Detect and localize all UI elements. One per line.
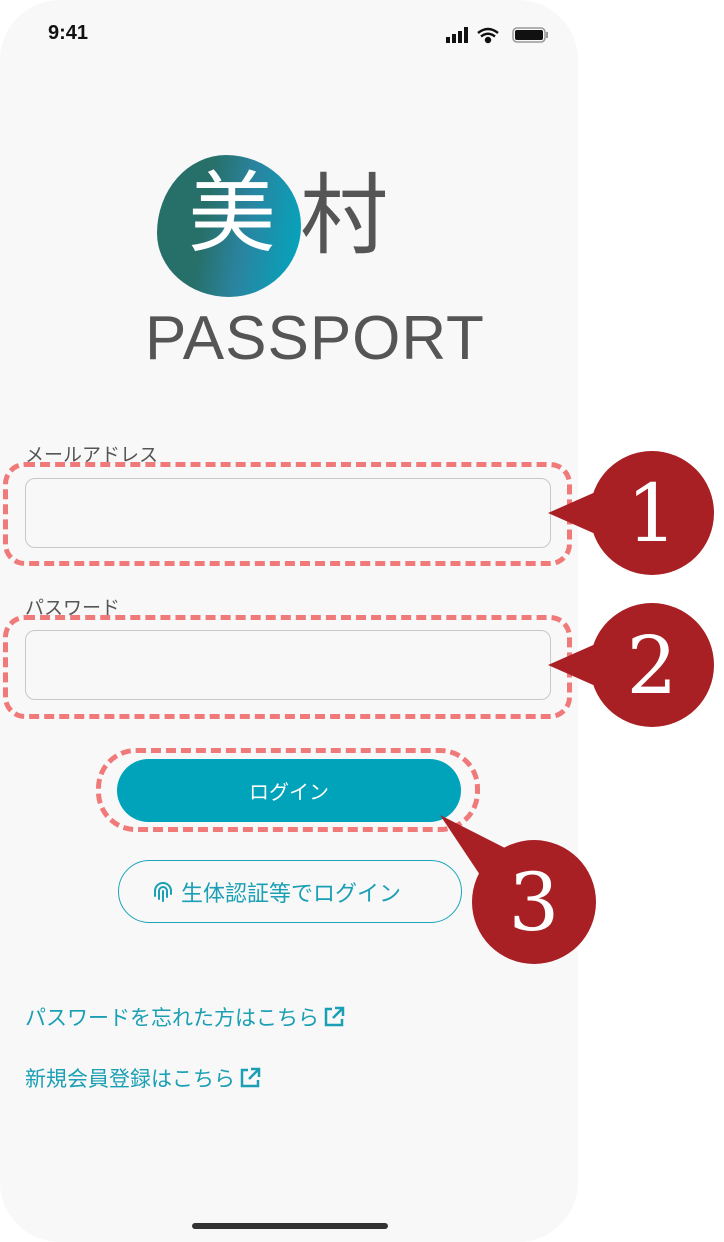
logo-wordmark: PASSPORT — [145, 304, 485, 373]
logo-blob — [157, 155, 301, 297]
biometric-login-label: 生体認証等でログイン — [181, 881, 402, 907]
login-button[interactable]: ログイン — [117, 759, 461, 822]
signal-icon — [446, 27, 468, 43]
register-text: 新規会員登録はこちら — [25, 1067, 235, 1091]
forgot-password-text: パスワードを忘れた方はこちら — [25, 1006, 319, 1030]
annotation-box-3 — [96, 748, 480, 832]
pointer-2 — [548, 642, 600, 688]
home-indicator[interactable] — [192, 1223, 388, 1229]
logo-char-2: 村 — [300, 164, 389, 267]
wifi-icon — [477, 27, 499, 44]
email-label: メールアドレス — [25, 444, 159, 466]
biometric-login-button[interactable]: 生体認証等でログイン — [118, 860, 462, 923]
password-input[interactable] — [25, 630, 551, 700]
status-icons — [446, 27, 548, 44]
logo-char-1: 美 — [188, 162, 277, 265]
register-link[interactable]: 新規会員登録はこちら — [25, 1063, 261, 1093]
status-time: 9:41 — [48, 22, 89, 44]
forgot-password-link[interactable]: パスワードを忘れた方はこちら — [25, 1002, 345, 1032]
battery-icon — [512, 27, 548, 43]
annotation-badge-1: 1 — [590, 451, 714, 575]
email-input[interactable] — [25, 478, 551, 548]
password-label: パスワード — [25, 597, 121, 619]
annotation-badge-3: 3 — [472, 840, 596, 964]
external-link-icon — [240, 1067, 261, 1088]
fingerprint-icon — [154, 881, 172, 902]
pointer-1 — [548, 490, 600, 536]
annotation-badge-2: 2 — [590, 603, 714, 727]
external-link-icon — [324, 1006, 345, 1027]
